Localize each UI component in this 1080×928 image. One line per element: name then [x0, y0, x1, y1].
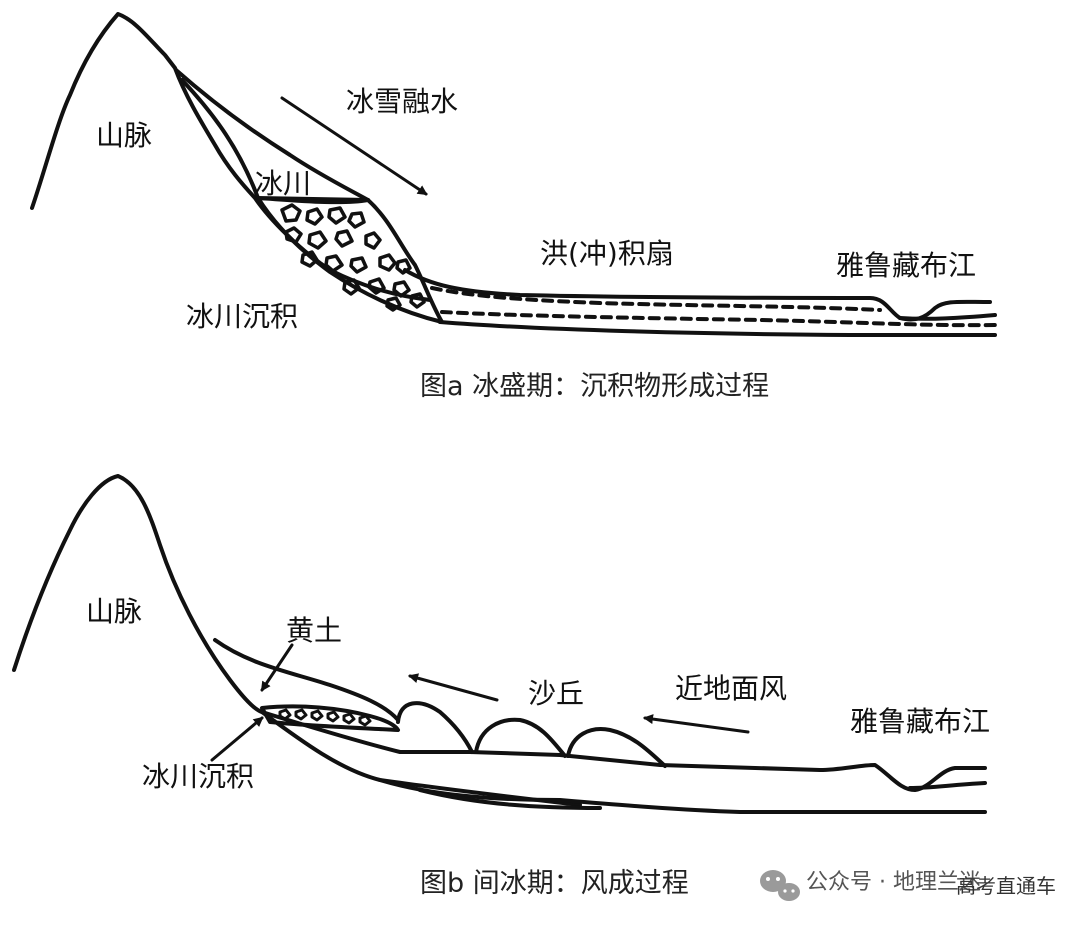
figure-b-wind-label: 近地面风 — [675, 672, 788, 705]
figure-b-loess-label: 黄土 — [286, 614, 343, 647]
figure-b-loess-pointer — [260, 643, 294, 692]
figure-b-deposit-pointer — [210, 716, 264, 762]
figure-b-wind-arrow-2 — [643, 714, 750, 734]
figure-a-fan-dash-2 — [440, 310, 997, 328]
watermark-text: 公众号 · 地理兰迷 — [806, 870, 981, 895]
figure-b-river-label: 雅鲁藏布江 — [850, 705, 991, 738]
figure-b-lower-layer-2 — [378, 778, 987, 814]
figure-b-gravel-pattern — [278, 708, 372, 727]
figure-a-glacier-lower — [180, 78, 370, 202]
figure-b-river-line — [908, 781, 987, 790]
figure-a-alluvial-fan-label: 洪(冲)积扇 — [540, 237, 674, 270]
figure-a-river-label: 雅鲁藏布江 — [836, 249, 977, 282]
figure-a-glacial-deposit-label: 冰川沉积 — [186, 300, 299, 333]
figure-b-loess-line — [213, 638, 400, 722]
figure-a-gravel-pattern — [280, 203, 426, 312]
watermark-overlay: 高考直通车 — [956, 874, 1056, 898]
figure-a-mountain-label: 山脉 — [96, 119, 153, 152]
figure-a-fan-top — [403, 268, 992, 322]
figure-b-caption: 图b 间冰期：风成过程 — [420, 868, 689, 899]
figure-a-meltwater-label: 冰雪融水 — [346, 85, 459, 118]
figure-a-base-line — [438, 320, 997, 337]
figure-b-dune-3 — [566, 727, 667, 768]
figure-a-caption: 图a 冰盛期：沉积物形成过程 — [420, 371, 770, 402]
figure-a-river-line — [898, 313, 997, 321]
figure-b-lower-layer-3 — [418, 788, 602, 810]
figure-b-glacial-deposit-label: 冰川沉积 — [142, 760, 255, 793]
figure-b-mountain-outline — [12, 474, 264, 714]
figure-b-dune-2 — [474, 717, 567, 758]
figure-b-mountain-label: 山脉 — [86, 595, 143, 628]
figure-b — [12, 474, 987, 814]
figure-b-wind-arrow-1 — [408, 673, 499, 702]
figure-a — [30, 12, 997, 337]
wechat-icon — [760, 870, 800, 901]
figure-a-glacier-label: 冰川 — [255, 167, 312, 200]
figure-b-dune-1 — [396, 701, 474, 754]
figure-a-fan-dash-1 — [430, 286, 882, 312]
figure-b-dunes-label: 沙丘 — [528, 677, 585, 710]
figure-a-meltwater-arrow — [280, 96, 428, 196]
figure-b-glacial-deposit-outline — [260, 704, 400, 732]
figure-a-glacier-upper — [174, 68, 370, 202]
